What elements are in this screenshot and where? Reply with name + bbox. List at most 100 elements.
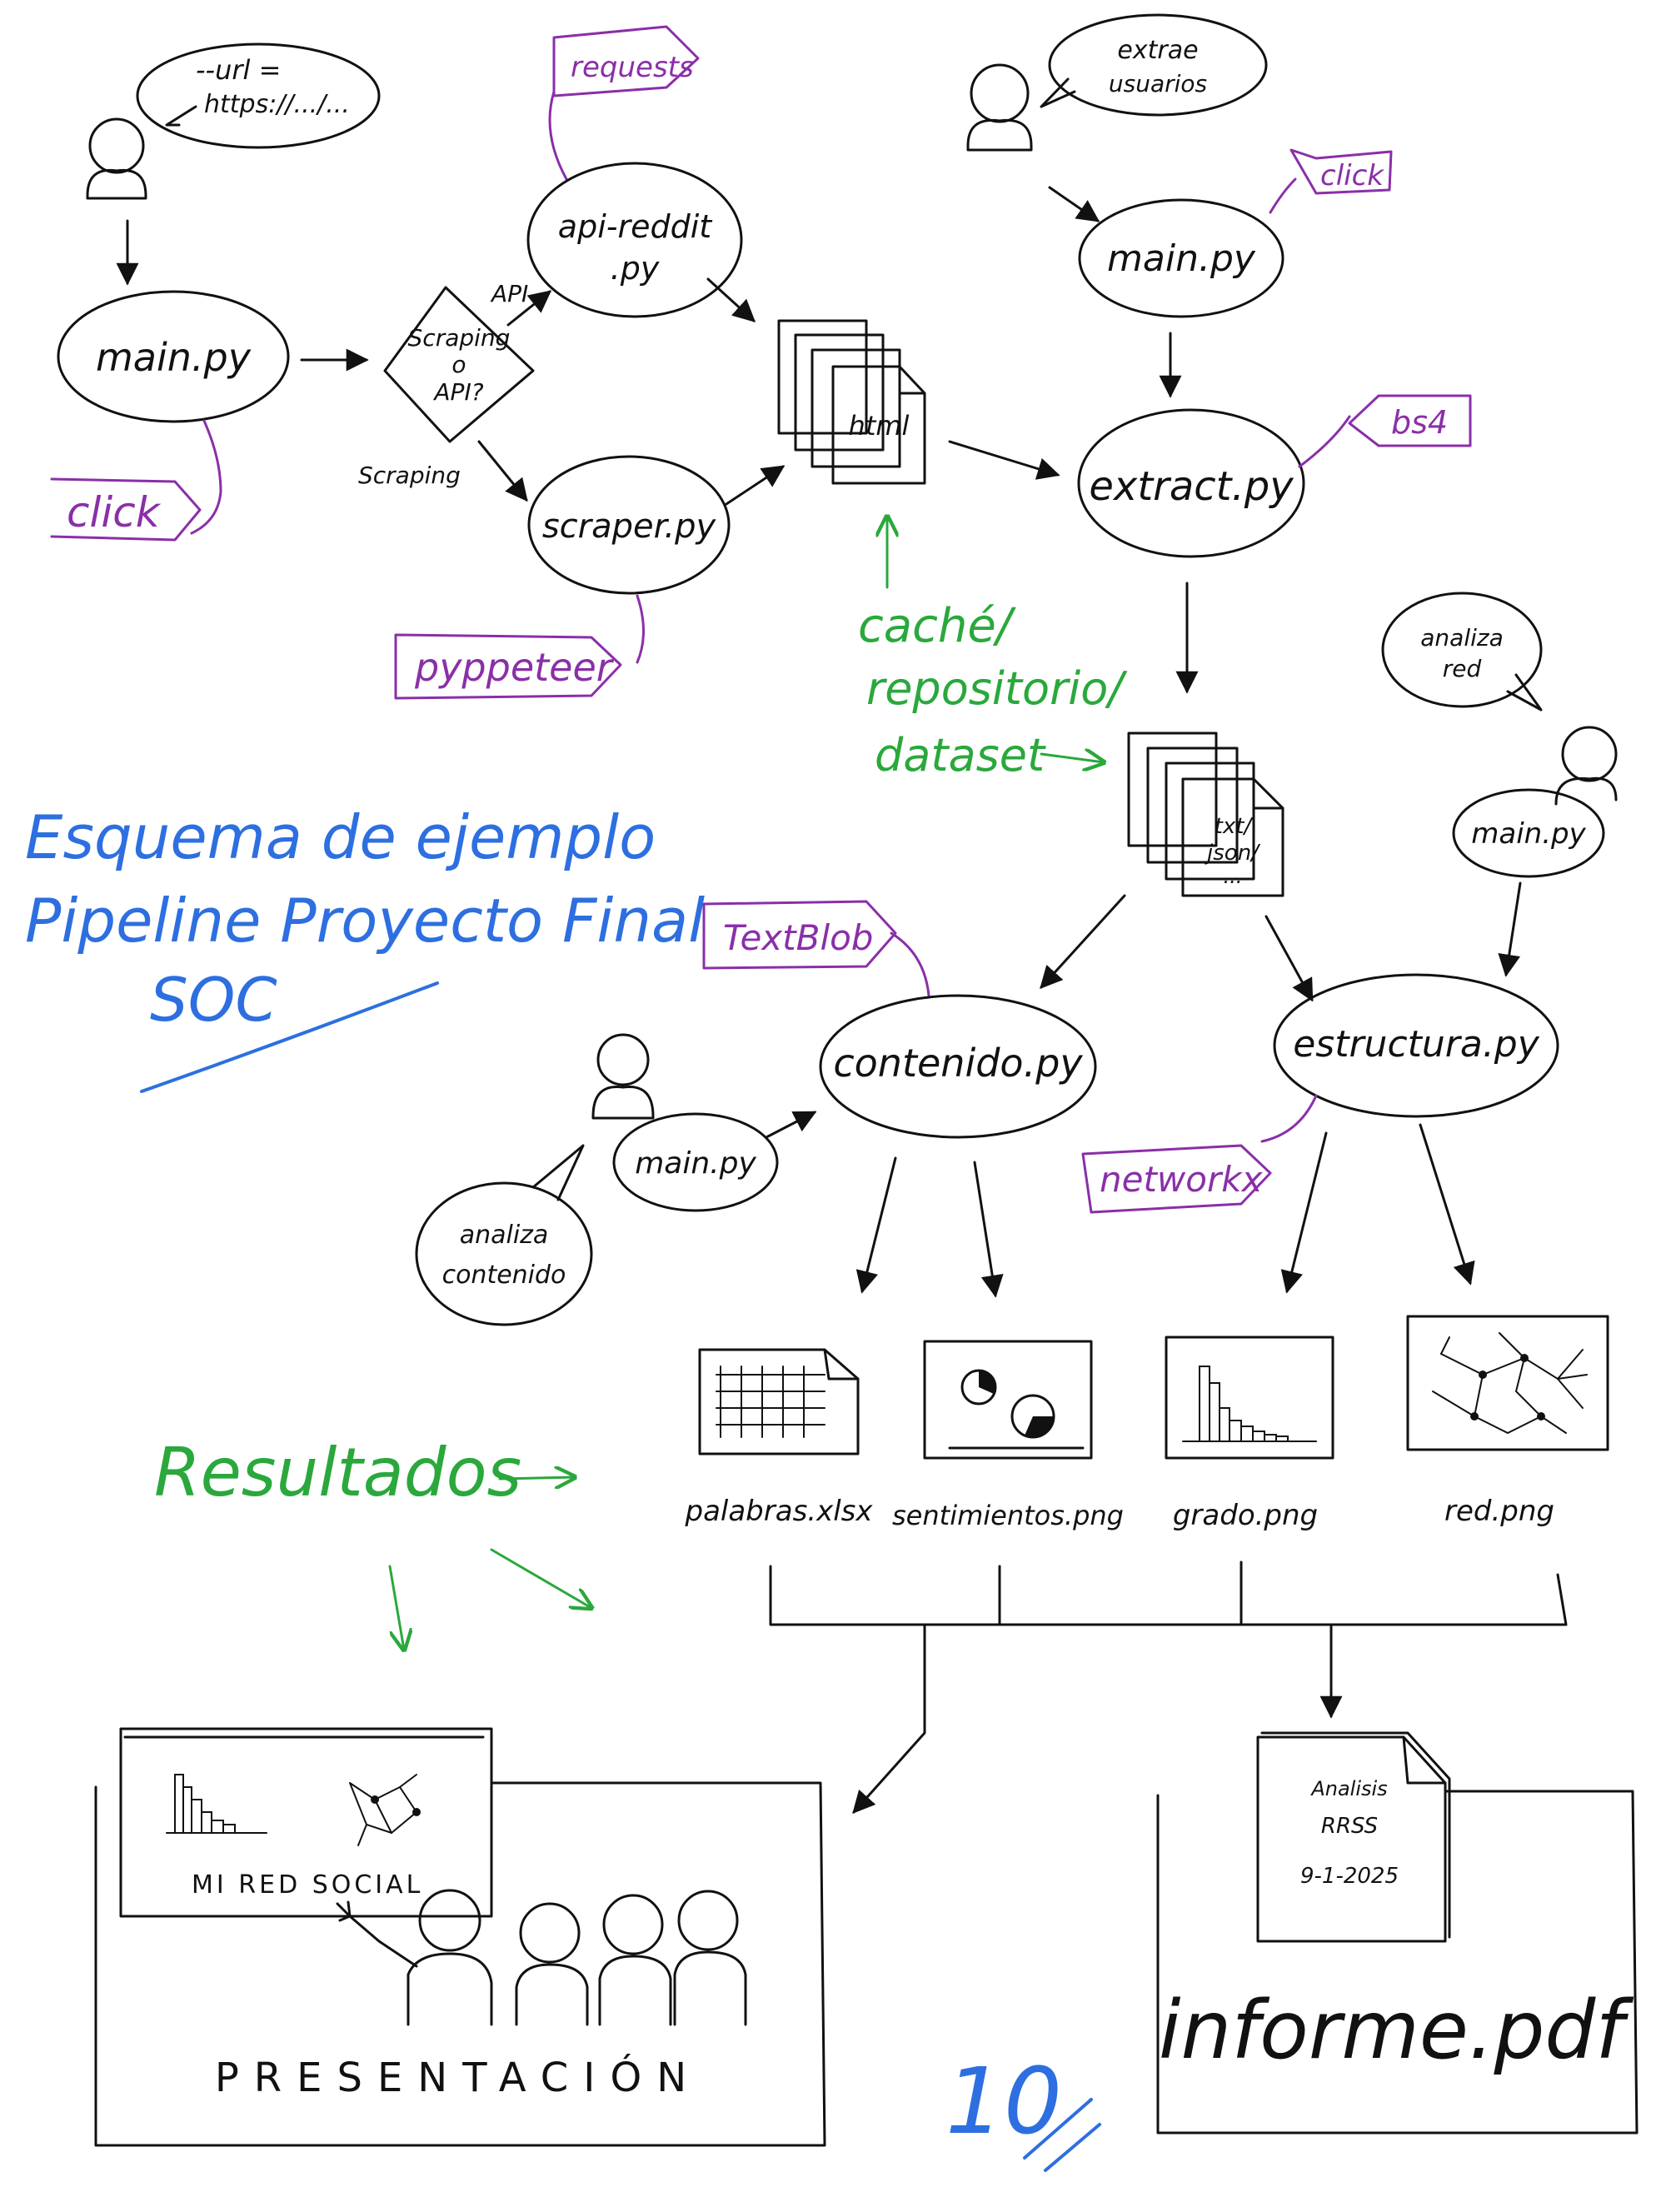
node-extract: extract.py <box>1077 408 1305 558</box>
network-graph-icon <box>1432 1332 1588 1435</box>
speech-red-line2: red <box>1443 655 1482 682</box>
diagram-title: Esquema de ejemplo Pipeline Proyecto Fin… <box>25 802 705 1093</box>
results-label: Resultados <box>154 1434 591 1650</box>
slide-histogram-icon <box>166 1774 267 1834</box>
node-api-reddit-line1: api-reddit <box>558 208 713 245</box>
decision-line2: o <box>451 351 466 378</box>
report-doc-line3: 9-1-2025 <box>1300 1864 1399 1889</box>
report-panel: Analisis RRSS 9-1-2025 informe.pdf <box>1156 1731 1639 2135</box>
output-palabras: palabras.xlsx <box>684 1348 873 1528</box>
report-label: informe.pdf <box>1159 1984 1634 2077</box>
node-contenido: contenido.py <box>819 994 1097 1139</box>
title-line2: Pipeline Proyecto Final <box>25 886 705 956</box>
node-main-1-label: main.py <box>96 335 252 380</box>
node-main-1: main.py <box>57 290 290 423</box>
html-docs-label: html <box>849 410 910 442</box>
slide-network-icon <box>349 1774 418 1846</box>
txt-json-docs-stack: txt/ json/ ... <box>1127 732 1284 897</box>
node-scraper: scraper.py <box>527 455 731 595</box>
node-scraper-label: scraper.py <box>542 507 717 546</box>
node-main-4: main.py <box>612 1112 779 1212</box>
collect-bracket <box>769 1560 1568 1815</box>
lib-networkx: networkx <box>1081 1144 1272 1214</box>
storage-line1: caché/ <box>858 599 1016 653</box>
title-line3: SOC <box>150 965 277 1035</box>
txt-line1: txt/ <box>1215 814 1254 839</box>
presentation-label: PRESENTACIÓN <box>215 2054 701 2101</box>
lib-click-1-label: click <box>67 488 162 537</box>
speech-extrae-line2: usuarios <box>1109 70 1207 97</box>
lib-requests: requests <box>552 25 700 97</box>
presenter-icon <box>336 1889 493 2026</box>
output-sentimientos-label: sentimientos.png <box>892 1500 1124 1531</box>
slide-title: MI RED SOCIAL <box>192 1870 423 1900</box>
node-main-3: main.py <box>1452 788 1605 878</box>
node-estructura: estructura.py <box>1273 973 1559 1118</box>
lib-bs4: bs4 <box>1348 394 1472 447</box>
lib-pyppeteer: pyppeteer <box>394 633 622 700</box>
edge-label-scraping: Scraping <box>358 462 461 489</box>
grade-value: 10 <box>945 2048 1062 2155</box>
speech-contenido-line2: contenido <box>442 1261 566 1290</box>
histogram-icon <box>1182 1366 1317 1442</box>
results-label-text: Resultados <box>154 1434 521 1511</box>
speech-bubble-contenido: analiza contenido <box>415 1144 593 1326</box>
report-doc-line2: RRSS <box>1321 1814 1378 1839</box>
speech-bubble-extrae: extrae usuarios <box>1040 13 1268 117</box>
node-api-reddit-line2: .py <box>611 250 660 287</box>
lib-textblob: TextBlob <box>702 900 897 970</box>
speech-contenido-line1: analiza <box>460 1221 549 1250</box>
html-docs-stack: html <box>777 319 926 485</box>
output-sentimientos: sentimientos.png <box>892 1340 1124 1531</box>
report-doc-line1: Analisis <box>1309 1777 1387 1800</box>
lib-textblob-label: TextBlob <box>723 917 873 958</box>
node-main-2-label: main.py <box>1107 237 1256 280</box>
node-estructura-label: estructura.py <box>1293 1023 1540 1066</box>
speech-bubble-red: analiza red <box>1381 592 1543 712</box>
speech-url-line2: https://.../... <box>204 90 350 119</box>
speech-red-line1: analiza <box>1420 624 1503 652</box>
user-icon-1 <box>86 117 147 200</box>
txt-line3: ... <box>1224 865 1243 888</box>
speech-bubble-url: --url = https://.../... <box>136 42 381 149</box>
node-main-3-label: main.py <box>1471 817 1586 851</box>
storage-line3: dataset <box>875 729 1046 781</box>
node-api-reddit: api-reddit .py <box>526 162 743 318</box>
presentation-panel: MI RED SOCIAL PRESENTACIÓN <box>94 1727 826 2147</box>
decision-line3: API? <box>432 378 483 406</box>
output-palabras-label: palabras.xlsx <box>684 1495 873 1528</box>
speech-extrae-line1: extrae <box>1117 36 1198 65</box>
user-icon-2 <box>966 63 1033 152</box>
title-line1: Esquema de ejemplo <box>25 802 656 872</box>
lib-click-2-label: click <box>1320 159 1384 192</box>
report-document: Analisis RRSS 9-1-2025 <box>1256 1731 1451 1943</box>
storage-line2: repositorio/ <box>866 662 1128 715</box>
node-contenido-label: contenido.py <box>833 1041 1083 1086</box>
edge-label-api: API <box>490 280 528 307</box>
txt-line2: json/ <box>1205 841 1261 866</box>
grade-mark: 10 <box>945 2048 1101 2172</box>
node-extract-label: extract.py <box>1089 463 1294 510</box>
lib-networkx-label: networkx <box>1100 1159 1264 1200</box>
lib-click-1: click <box>50 477 202 542</box>
user-icon-3 <box>1554 726 1618 806</box>
output-grado-label: grado.png <box>1173 1499 1318 1532</box>
output-red-label: red.png <box>1444 1495 1554 1528</box>
speech-url-line1: --url = <box>196 54 281 86</box>
lib-click-2: click <box>1289 148 1393 195</box>
storage-label: caché/ repositorio/ dataset <box>858 517 1128 781</box>
output-grado: grado.png <box>1165 1336 1334 1532</box>
output-red: red.png <box>1406 1315 1609 1528</box>
lib-requests-label: requests <box>571 51 694 84</box>
user-icon-4 <box>591 1033 655 1120</box>
decision-line1: Scraping <box>408 324 511 352</box>
audience-icons <box>515 1890 747 2026</box>
pie-chart-icon <box>960 1369 1055 1439</box>
node-main-4-label: main.py <box>635 1146 756 1181</box>
lib-bs4-label: bs4 <box>1391 404 1448 441</box>
lib-pyppeteer-label: pyppeteer <box>414 645 615 690</box>
decision-scraping-or-api: Scraping o API? <box>383 286 535 443</box>
node-main-2: main.py <box>1078 198 1284 318</box>
